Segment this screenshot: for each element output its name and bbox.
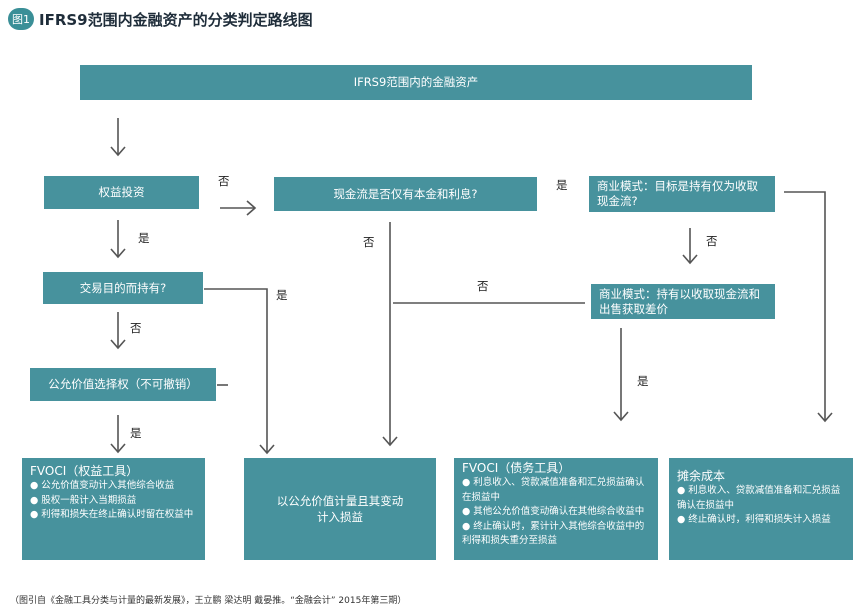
figure-header: 图1 IFRS9范围内金融资产的分类判定路线图 (8, 8, 313, 30)
node-equity-label: 权益投资 (98, 185, 145, 199)
label-biz-no: 否 (706, 234, 718, 248)
label-equity-no: 否 (218, 174, 230, 188)
result-amortized-title: 摊余成本 (677, 469, 726, 483)
node-business-model-hold-sell: 商业模式：持有以收取现金流和出售获取差价 (591, 284, 775, 319)
result-fvtpl-label: 以公允价值计量且其变动计入损益 (276, 494, 404, 524)
result-fvtpl: 以公允价值计量且其变动计入损益 (244, 458, 436, 560)
node-top-financial-assets: IFRS9范围内的金融资产 (80, 65, 752, 100)
figure-title: IFRS9范围内金融资产的分类判定路线图 (39, 10, 313, 29)
node-trading-purpose: 交易目的而持有? (43, 272, 203, 304)
result-fvoci-equity-title: FVOCI（权益工具） (30, 464, 139, 478)
result-fvoci-debt: FVOCI（债务工具） ● 利息收入、贷款减值准备和汇兑损益确认在损益中 ● 其… (454, 458, 658, 560)
label-trading-no: 否 (130, 321, 142, 335)
node-business-model-hold: 商业模式：目标是持有仅为收取现金流? (589, 176, 775, 212)
list-item: ● 利息收入、贷款减值准备和汇兑损益确认在损益中 (677, 485, 841, 511)
label-cash-yes: 是 (556, 178, 568, 192)
arrowhead (110, 443, 126, 454)
arrowhead (110, 339, 126, 350)
arrowhead (817, 412, 833, 423)
label-trading-yes: 是 (276, 288, 288, 302)
result-amortized-cost: 摊余成本 ● 利息收入、贷款减值准备和汇兑损益确认在损益中 ● 终止确认时，利得… (669, 458, 853, 560)
node-cashflow-test: 现金流是否仅有本金和利息? (274, 177, 537, 211)
label-fvopt-yes: 是 (130, 426, 142, 440)
arrowhead (110, 146, 126, 157)
label-equity-yes: 是 (138, 231, 150, 245)
arrowhead (382, 436, 398, 447)
result-fvoci-equity: FVOCI（权益工具） ● 公允价值变动计入其他综合收益 ● 股权一般计入当期损… (22, 458, 205, 560)
label-cash-no: 否 (363, 235, 375, 249)
line-trading-to-fvtpl (204, 288, 268, 452)
node-fv-option: 公允价值选择权（不可撤销） (30, 368, 216, 401)
figure-badge: 图1 (8, 8, 34, 30)
list-item: ● 利得和损失在终止确认时留在权益中 (30, 509, 194, 520)
node-equity-investment: 权益投资 (44, 176, 199, 209)
node-cashflow-label: 现金流是否仅有本金和利息? (333, 186, 478, 201)
list-item: ● 其他公允价值变动确认在其他综合收益中 (462, 506, 645, 517)
arrowhead (613, 411, 629, 422)
node-fv-option-label: 公允价值选择权（不可撤销） (48, 377, 198, 391)
source-citation: （图引自《金融工具分类与计量的最新发展》，王立鹏 梁达明 戴晏推。“金融会计” … (10, 596, 407, 606)
label-biz2-yes: 是 (637, 374, 649, 388)
list-item: ● 利息收入、贷款减值准备和汇兑损益确认在损益中 (462, 477, 645, 503)
list-item: ● 终止确认时，累计计入其他综合收益中的利得和损失重分至损益 (462, 520, 645, 547)
arrowhead (682, 254, 698, 265)
arrowhead (246, 200, 257, 216)
list-item: ● 终止确认时，利得和损失计入损益 (677, 514, 831, 525)
label-biz2-no: 否 (477, 279, 489, 293)
node-biz-hold-label: 商业模式：目标是持有仅为收取现金流? (597, 179, 758, 208)
node-top-label: IFRS9范围内的金融资产 (353, 75, 479, 89)
arrowhead (110, 248, 126, 259)
list-item: ● 公允价值变动计入其他综合收益 (30, 480, 175, 491)
node-biz-hold-sell-label: 商业模式：持有以收取现金流和出售获取差价 (599, 286, 760, 316)
arrow-biz-to-amortized (784, 191, 826, 420)
list-item: ● 股权一般计入当期损益 (30, 494, 137, 506)
node-trading-label: 交易目的而持有? (79, 280, 167, 295)
result-fvoci-debt-title: FVOCI（债务工具） (462, 461, 571, 475)
arrowhead (259, 444, 275, 455)
